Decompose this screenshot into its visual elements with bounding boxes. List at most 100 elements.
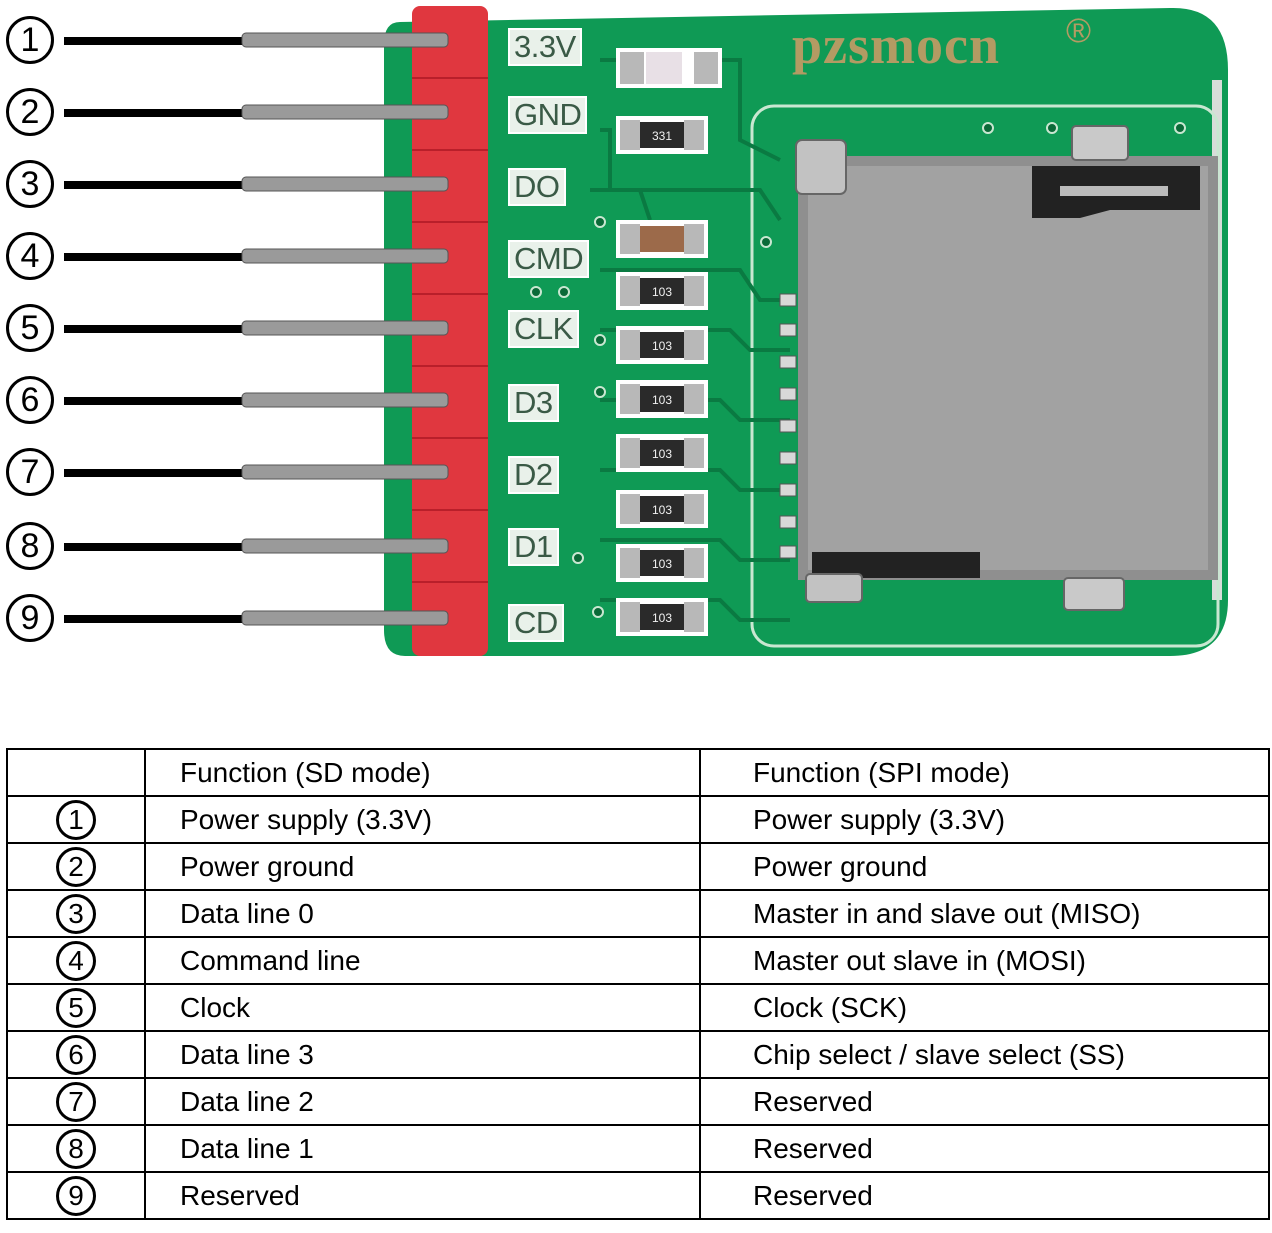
silkscreen-label: D3 <box>508 384 559 422</box>
silkscreen-label: D2 <box>508 456 559 494</box>
pin-cell: 9 <box>6 1171 146 1220</box>
pin-header-segments <box>412 77 488 583</box>
registered-mark: ® <box>1066 12 1092 50</box>
pin-wire <box>64 469 242 477</box>
resistor: 103 <box>616 380 708 418</box>
resistor-code: 103 <box>652 393 672 407</box>
pcb-vias <box>530 122 1186 618</box>
pin-wire <box>64 109 242 117</box>
pin-cell: 4 <box>6 936 146 985</box>
pin-wire <box>64 543 242 551</box>
resistor-code: 103 <box>652 503 672 517</box>
brand-logo: pzsmocn <box>792 15 1000 75</box>
resistor-code: 103 <box>652 557 672 571</box>
pin-cell: 7 <box>6 1077 146 1126</box>
resistor-code: 331 <box>652 129 672 143</box>
sd-function-cell: Power ground <box>144 842 701 891</box>
header-sd-mode: Function (SD mode) <box>144 748 701 797</box>
pin-wire <box>64 615 242 623</box>
sd-card-socket <box>779 125 1218 611</box>
resistor: 103 <box>616 544 708 582</box>
led <box>616 48 722 88</box>
resistor: 103 <box>616 434 708 472</box>
pin-wire <box>64 181 242 189</box>
spi-function-cell: Clock (SCK) <box>699 983 1270 1032</box>
pin-cell: 2 <box>6 842 146 891</box>
table-header-row: Function (SD mode) Function (SPI mode) <box>6 748 1270 797</box>
spi-function-cell: Reserved <box>699 1124 1270 1173</box>
sd-function-cell: Command line <box>144 936 701 985</box>
pin-wire <box>64 37 242 45</box>
pin-number-badge: 7 <box>56 1081 96 1122</box>
resistor-code: 103 <box>652 447 672 461</box>
pin-number-badge: 3 <box>6 160 54 208</box>
pin-cell: 6 <box>6 1030 146 1079</box>
spi-function-cell: Chip select / slave select (SS) <box>699 1030 1270 1079</box>
header-pin-cell <box>6 748 146 797</box>
resistor: 103 <box>616 326 708 364</box>
pin-number-badge: 3 <box>56 893 96 934</box>
header-pin <box>241 610 449 626</box>
pin-cell: 5 <box>6 983 146 1032</box>
pin-number-badge: 8 <box>6 522 54 570</box>
spi-function-cell: Power ground <box>699 842 1270 891</box>
header-pin <box>241 320 449 336</box>
silkscreen-label: CD <box>508 604 564 642</box>
pin-number-badge: 7 <box>6 448 54 496</box>
header-pin <box>241 538 449 554</box>
spi-function-cell: Reserved <box>699 1077 1270 1126</box>
silkscreen-label: D1 <box>508 528 559 566</box>
sd-function-cell: Power supply (3.3V) <box>144 795 701 844</box>
pin-number-badge: 6 <box>6 376 54 424</box>
sd-function-cell: Data line 3 <box>144 1030 701 1079</box>
pin-wire <box>64 325 242 333</box>
resistor-code: 103 <box>652 611 672 625</box>
pin-function-table: Function (SD mode) Function (SPI mode) 1… <box>6 748 1270 1220</box>
header-pin <box>241 392 449 408</box>
silkscreen-label: GND <box>508 96 588 134</box>
pin-number-badge: 8 <box>56 1128 96 1169</box>
sd-function-cell: Reserved <box>144 1171 701 1220</box>
header-pin <box>241 104 449 120</box>
pin-cell: 8 <box>6 1124 146 1173</box>
pin-number-badge: 1 <box>56 799 96 840</box>
pin-header <box>412 6 488 656</box>
pin-wire <box>64 253 242 261</box>
pin-number-badge: 4 <box>6 232 54 280</box>
spi-function-cell: Master in and slave out (MISO) <box>699 889 1270 938</box>
header-pin <box>241 32 449 48</box>
pin-number-badge: 9 <box>56 1175 96 1216</box>
resistor-code: 103 <box>652 339 672 353</box>
pin-number-badge: 1 <box>6 16 54 64</box>
pin-number-badge: 6 <box>56 1034 96 1075</box>
pin-number-badge: 5 <box>56 987 96 1028</box>
pin-number-badge: 2 <box>56 846 96 887</box>
sd-function-cell: Clock <box>144 983 701 1032</box>
silkscreen-label: CLK <box>508 310 579 348</box>
pin-number-badge: 4 <box>56 940 96 981</box>
resistor: 103 <box>616 490 708 528</box>
pin-wire <box>64 397 242 405</box>
resistor: 103 <box>616 598 708 636</box>
sd-function-cell: Data line 0 <box>144 889 701 938</box>
pin-cell: 3 <box>6 889 146 938</box>
header-pin <box>241 176 449 192</box>
header-pin <box>241 464 449 480</box>
sd-function-cell: Data line 1 <box>144 1124 701 1173</box>
pin-cell: 1 <box>6 795 146 844</box>
header-spi-mode: Function (SPI mode) <box>699 748 1270 797</box>
pin-number-badge: 9 <box>6 594 54 642</box>
pin-number-badge: 5 <box>6 304 54 352</box>
pin-number-badge: 2 <box>6 88 54 136</box>
sd-function-cell: Data line 2 <box>144 1077 701 1126</box>
silkscreen-label: 3.3V <box>508 28 582 66</box>
resistor <box>616 220 708 258</box>
